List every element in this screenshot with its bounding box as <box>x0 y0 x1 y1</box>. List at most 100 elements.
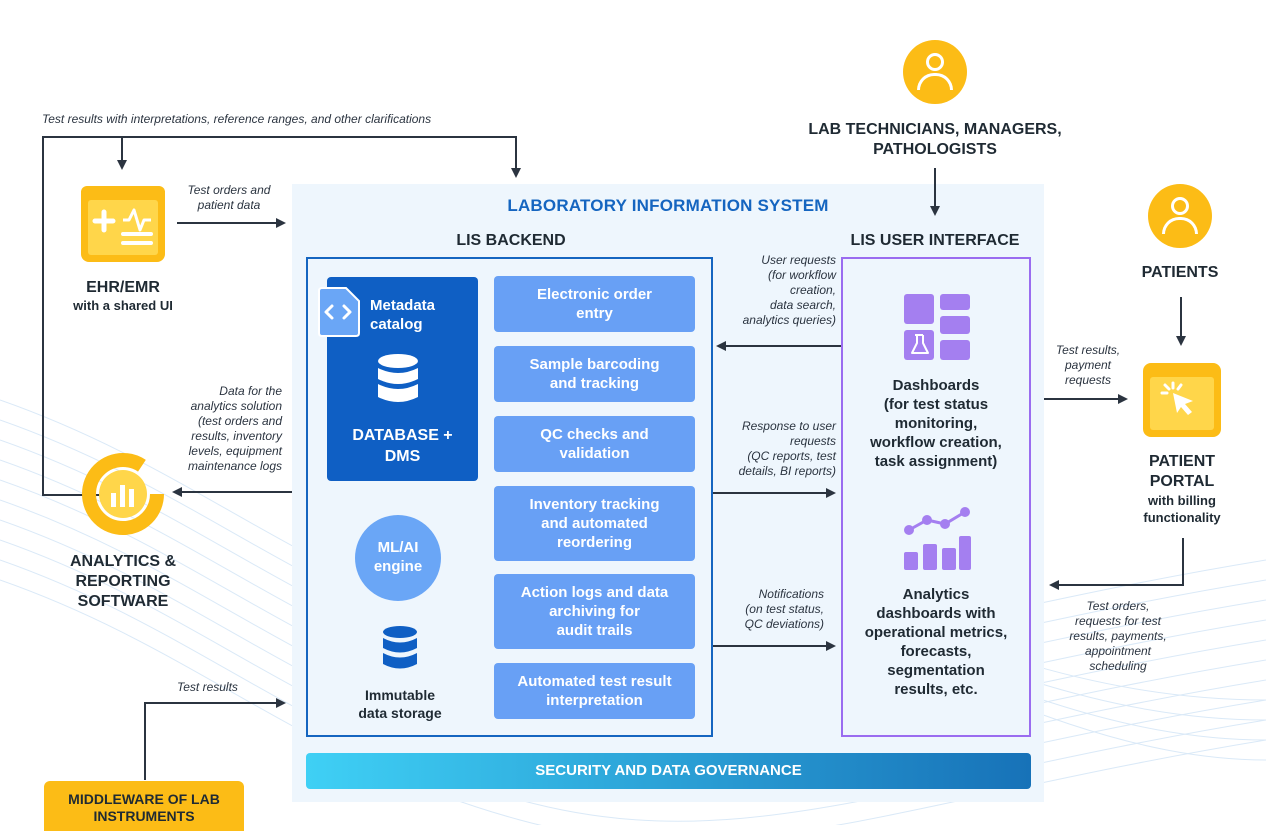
database-icon <box>374 352 422 408</box>
staff-label: LAB TECHNICIANS, MANAGERS, PATHOLOGISTS <box>780 120 1090 160</box>
ehr-in-label: Test orders and patient data <box>170 183 288 213</box>
dashboards-line: (for test status <box>883 396 989 413</box>
patients-label: PATIENTS <box>1141 264 1219 281</box>
analytics-line: Analytics <box>902 586 970 603</box>
metadata-line-1: Metadata <box>370 297 436 314</box>
dashboards-label: Dashboards (for test status monitoring, … <box>843 376 1029 471</box>
service-line: archiving for <box>549 603 640 620</box>
portal-in-label: Test results, payment requests <box>1042 343 1134 388</box>
service-line: reordering <box>556 534 632 551</box>
analytics-line: operational metrics, <box>864 624 1008 641</box>
flow-line: (QC reports, test <box>747 449 836 463</box>
analytics-sw-line: SOFTWARE <box>77 593 169 610</box>
flow-line: results, inventory <box>191 429 282 443</box>
analytics-donut-icon <box>80 451 166 537</box>
flow-line: patient data <box>197 198 261 212</box>
flow-line: requests <box>1064 373 1112 387</box>
ui-title: LIS USER INTERFACE <box>850 232 1020 249</box>
code-file-icon <box>316 286 362 338</box>
top-feedback-label: Test results with interpretations, refer… <box>42 112 432 126</box>
flow-line: analytics solution <box>190 399 282 413</box>
ehr-label: EHR/EMR with a shared UI <box>50 278 196 314</box>
analytics-line: segmentation <box>887 662 985 679</box>
service-line: QC checks and <box>540 426 649 443</box>
service-line: interpretation <box>546 692 643 709</box>
ehr-icon <box>81 186 165 262</box>
staff-line: PATHOLOGISTS <box>873 141 997 158</box>
backend-box <box>306 257 713 737</box>
ml-label: ML/AI engine <box>355 538 441 576</box>
service-line: and tracking <box>549 375 640 392</box>
database-line-1: DATABASE + <box>352 427 453 444</box>
portal-subtitle: functionality <box>1143 510 1221 525</box>
person-body <box>1162 217 1198 234</box>
dashboards-line: monitoring, <box>894 415 978 432</box>
flow-line: Data for the <box>219 384 282 398</box>
storage-line-2: data storage <box>358 705 442 721</box>
service-line: audit trails <box>556 622 633 639</box>
flow-line: Test results, <box>1055 343 1121 357</box>
flow-line: creation, <box>789 283 836 297</box>
flow-line: (for workflow <box>767 268 836 282</box>
metadata-label: Metadata catalog <box>370 296 460 334</box>
portal-subtitle: with billing <box>1148 493 1216 508</box>
flow-line: details, BI reports) <box>738 464 836 478</box>
test-results-label: Test results <box>177 680 238 694</box>
analytics-sw-line: REPORTING <box>75 573 171 590</box>
dashboards-line: task assignment) <box>874 453 998 470</box>
service-line: Electronic order <box>536 286 653 303</box>
security-label: SECURITY AND DATA GOVERNANCE <box>535 762 802 779</box>
dashboard-grid-icon <box>904 294 970 360</box>
dashboards-line: Dashboards <box>892 377 980 394</box>
person-icon <box>903 40 967 104</box>
flow-line: QC deviations) <box>744 617 824 631</box>
flow-line: results, payments, <box>1069 629 1167 643</box>
flow-line: (on test status, <box>745 602 824 616</box>
service-line: validation <box>559 445 630 462</box>
service-qc-checks: QC checks and validation <box>494 416 695 472</box>
database-line-2: DMS <box>384 448 421 465</box>
person-head <box>926 53 944 71</box>
analytics-line: dashboards with <box>876 605 996 622</box>
notifications-label: Notifications (on test status, QC deviat… <box>700 587 824 632</box>
portal-title: PATIENT <box>1148 453 1216 470</box>
service-line: entry <box>576 305 613 322</box>
database-label: DATABASE + DMS <box>327 425 478 467</box>
ehr-title: EHR/EMR <box>86 279 160 296</box>
flow-line: data search, <box>769 298 836 312</box>
person-head <box>1171 197 1189 215</box>
ml-line-2: engine <box>373 558 423 575</box>
staff-line: LAB TECHNICIANS, MANAGERS, <box>808 121 1062 138</box>
analytics-line: forecasts, <box>900 643 972 660</box>
cursor-click-icon <box>1143 363 1221 437</box>
line-bar-chart-icon <box>901 506 973 572</box>
flow-line: requests for test <box>1074 614 1162 628</box>
backend-title: LIS BACKEND <box>456 232 566 249</box>
analytics-line: results, etc. <box>894 681 978 698</box>
flow-line: levels, equipment <box>188 444 282 458</box>
portal-out-label: Test orders, requests for test results, … <box>1054 599 1182 674</box>
portal-label: PATIENT PORTAL with billing functionalit… <box>1120 452 1244 526</box>
flow-line: requests <box>789 434 836 448</box>
flow-line: analytics queries) <box>742 313 836 327</box>
ehr-subtitle: with a shared UI <box>73 298 173 313</box>
service-line: Automated test result <box>517 673 672 690</box>
middleware-box <box>44 781 244 831</box>
flow-line: User requests <box>761 253 836 267</box>
analytics-sw-line: ANALYTICS & <box>69 553 177 570</box>
flow-line: Test orders and <box>187 183 271 197</box>
middleware-label: MIDDLEWARE OF LAB INSTRUMENTS <box>44 791 244 825</box>
flow-line: Test orders, <box>1086 599 1150 613</box>
analytics-dash-label: Analytics dashboards with operational me… <box>843 585 1029 699</box>
flow-line: Notifications <box>758 587 824 601</box>
middleware-line: MIDDLEWARE OF LAB <box>68 791 220 807</box>
storage-label: Immutable data storage <box>330 686 470 722</box>
flow-line: scheduling <box>1089 659 1147 673</box>
person-icon <box>1148 184 1212 248</box>
lis-title: LABORATORY INFORMATION SYSTEM <box>507 196 829 215</box>
flow-line: (test orders and <box>197 414 282 428</box>
security-bar <box>306 753 1031 789</box>
